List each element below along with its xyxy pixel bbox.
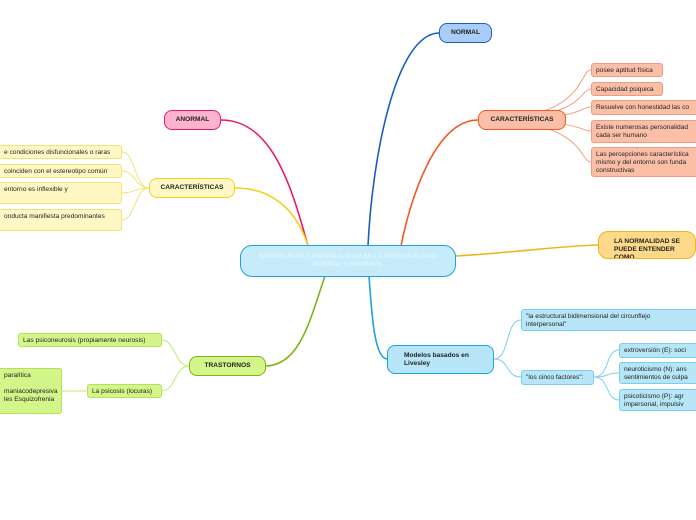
factor-item[interactable]: extroversión (E): soci	[619, 343, 696, 358]
factor-item[interactable]: psicoticismo (P): agr impersonal, impuls…	[619, 389, 696, 411]
anormal-caract-item[interactable]: e condiciones disfuncionales o raras	[0, 145, 122, 159]
psicosis-items[interactable]: paralítica maniacodepresiva les Esquizof…	[0, 368, 62, 414]
link-anormal	[220, 119, 309, 247]
modelos-node[interactable]: Modelos basados en Livesley	[387, 345, 494, 374]
psicosis-node[interactable]: La psicosis (locuras)	[87, 384, 162, 398]
psiconeurosis-node[interactable]: Las psiconeurosis (propiamente neurosis)	[18, 333, 162, 347]
link-normal	[367, 32, 440, 247]
anormal-caract-item[interactable]: entorno es inflexible y	[0, 182, 122, 204]
normal-caract-item[interactable]: Existe numerosas personalidad cada ser h…	[591, 120, 696, 143]
central-topic[interactable]: NORMALIDAD Y ANORMALIDAD EN LA PERSONALI…	[240, 245, 456, 277]
normal-caract-item[interactable]: Las percepciones característica mismo y …	[591, 147, 696, 177]
link-caract-normal	[400, 119, 479, 247]
normal-node[interactable]: NORMAL	[439, 23, 492, 43]
psicosis-item: les Esquizofrenia	[4, 396, 55, 403]
normalidad-node[interactable]: LA NORMALIDAD SE PUEDE ENTENDER COMO	[598, 231, 696, 259]
caracteristicas-anormal-node[interactable]: CARACTERÍSTICAS	[149, 178, 235, 198]
estructura-node[interactable]: "la estructural bidimensional del circun…	[521, 309, 696, 331]
anormal-caract-item[interactable]: onducta manifiesta predominantes	[0, 209, 122, 231]
link-normalidad	[455, 244, 599, 257]
normal-caract-item[interactable]: Capacidad psiquica	[591, 82, 663, 96]
psicosis-item: paralítica	[4, 372, 31, 379]
anormal-caract-item[interactable]: coinciden con el estereotipo común	[0, 164, 122, 178]
psicosis-item: maniacodepresiva	[4, 388, 58, 395]
caracteristicas-normal-node[interactable]: CARACTERÍSTICAS	[478, 110, 566, 130]
cinco-factores-node[interactable]: "los cinco factores":	[521, 370, 594, 385]
trastornos-node[interactable]: TRASTORNOS	[189, 356, 266, 376]
link-caract-anormal	[234, 187, 309, 247]
anormal-node[interactable]: ANORMAL	[164, 110, 221, 130]
normal-caract-item[interactable]: Resuelve con honestidad las co	[591, 100, 696, 115]
normal-caract-item[interactable]: posee aptitud física	[591, 63, 663, 77]
link-trastornos	[265, 275, 326, 367]
central-topic-title: NORMALIDAD Y ANORMALIDAD EN LA PERSONALI…	[258, 253, 438, 268]
factor-item[interactable]: neuroticismo (N): ans sentimientos de cu…	[619, 362, 696, 384]
link-modelos	[368, 275, 388, 360]
